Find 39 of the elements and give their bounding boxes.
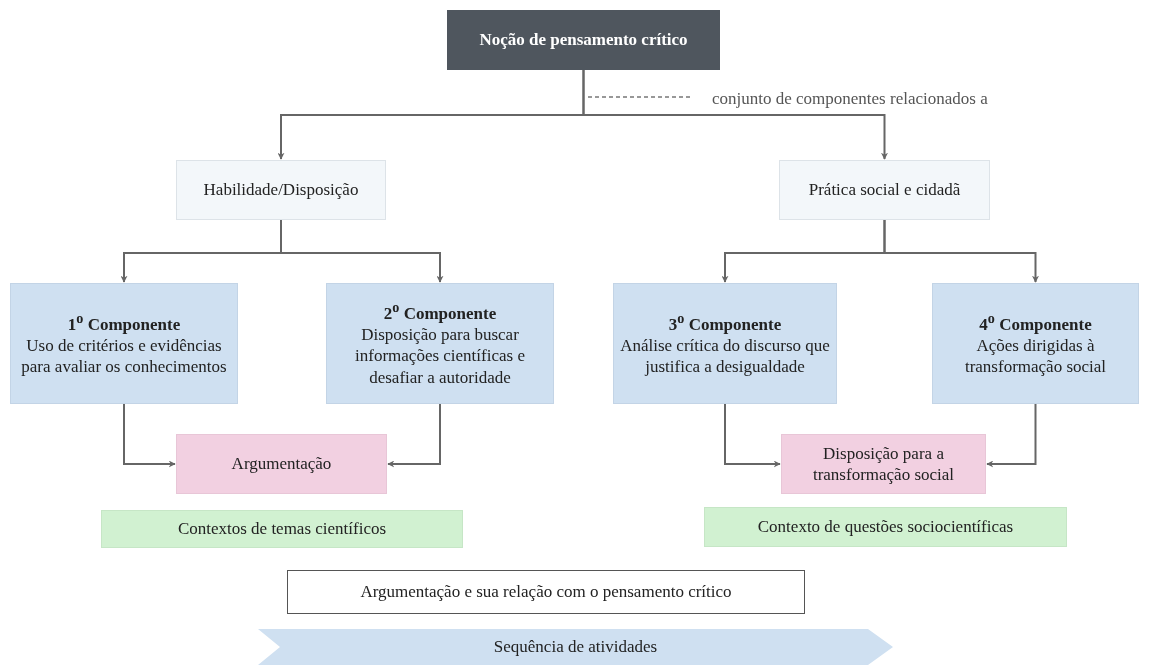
arrow [883,219,1039,283]
component-box [932,283,1139,404]
arrow [582,69,888,160]
box-heading: 3$^{o}$ Componente [668,309,782,335]
box-label: Análise crítica do discurso que justifica a desigualdade [620,334,830,378]
chevron-banner [258,629,893,665]
outcome-box [176,434,387,494]
component-box [326,283,554,404]
box-label: Disposição para a transformação social [811,442,956,486]
title-box [447,10,720,70]
leader-line [587,96,691,98]
box-label: Sequência de atividades [493,636,658,658]
box-label: Contextos de temas científicos [177,518,387,540]
box-label: Habilidade/Disposição [203,179,359,201]
box-label: Argumentação [231,453,332,475]
arrow [123,403,176,468]
box-label: Ações dirigidas à transformação social [963,334,1108,378]
component-box [10,283,238,404]
category-box [176,160,386,220]
arrow [387,403,441,468]
box-heading: 2$^{o}$ Componente [383,299,497,325]
arrow [724,403,781,468]
component-box [613,283,837,404]
box-label: Prática social e cidadã [808,179,961,201]
context-band [704,507,1067,547]
box-heading: 1$^{o}$ Componente [67,309,181,335]
category-box [779,160,990,220]
box-label: Contexto de questões sociocientíficas [757,516,1014,538]
box-label: Argumentação e sua relação com o pensamento crítico [360,581,732,603]
box-label: Uso de critérios e evidências para avaliar os conhecimentos [20,334,228,378]
box-heading: 4$^{o}$ Componente [979,309,1092,335]
summary-box [287,570,805,614]
box-label: conjunto de componentes relacionados a [712,88,988,110]
box-label: Disposição para buscar informações científicas e desafiar a autoridade [354,324,526,388]
context-band [101,510,463,548]
arrow [280,219,444,283]
box-label: Noção de pensamento crítico [479,29,688,51]
outcome-box [781,434,986,494]
arrow [986,403,1037,468]
